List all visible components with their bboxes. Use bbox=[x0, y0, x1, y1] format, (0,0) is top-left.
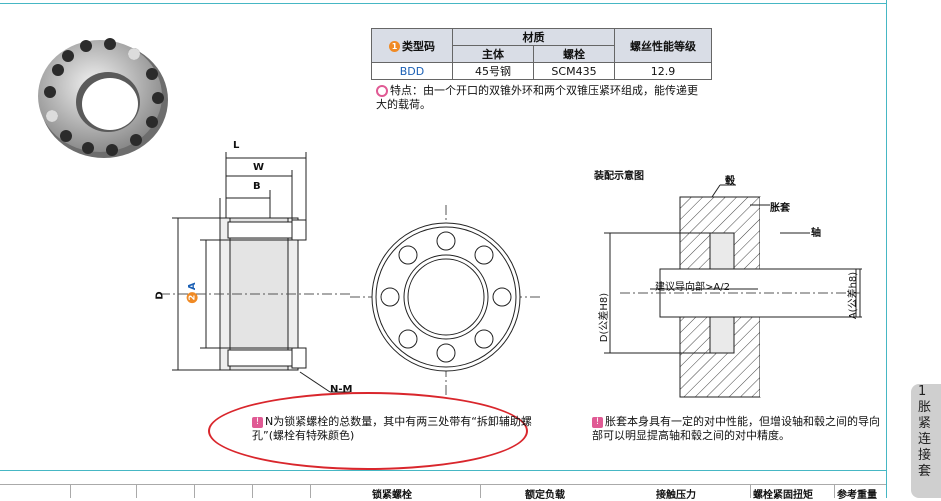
header-material: 材质 bbox=[452, 28, 615, 46]
header-body: 主体 bbox=[452, 45, 534, 63]
feature-text: 特点：由一个开口的双锥外环和两个双锥压紧环组成，能传递更大的载荷。 bbox=[376, 84, 698, 111]
assembly-title: 装配示意图 bbox=[594, 171, 644, 182]
label-guide: 建议导向部>A/2 bbox=[655, 282, 730, 293]
note-bolts: !N为锁紧螺栓的总数量，其中有两三处带有“拆卸辅助螺孔”(螺栓有特殊颜色) bbox=[252, 415, 532, 442]
side-view-drawing bbox=[160, 152, 350, 393]
header-bolt: 螺栓 bbox=[533, 45, 615, 63]
highlight-ellipse bbox=[208, 392, 528, 470]
step-badge: 1 bbox=[389, 41, 400, 52]
top-border bbox=[0, 0, 886, 4]
bottom-table bbox=[0, 470, 886, 499]
cell-grade: 12.9 bbox=[614, 62, 712, 80]
header-grade: 螺丝性能等级 bbox=[614, 28, 712, 63]
header-torque: 螺栓紧固扭矩 bbox=[753, 490, 813, 501]
warning-icon: ! bbox=[252, 416, 263, 428]
dim-l: L bbox=[233, 140, 240, 151]
header-load: 额定负载 bbox=[525, 490, 565, 501]
cell-body: 45号钢 bbox=[452, 62, 534, 80]
dim-d: D bbox=[154, 291, 166, 300]
circle-icon bbox=[376, 85, 388, 97]
label-shaft: 轴 bbox=[811, 228, 821, 239]
dim-nm: N-M bbox=[330, 384, 353, 395]
product-photo bbox=[38, 38, 168, 158]
label-sleeve: 胀套 bbox=[770, 203, 790, 214]
cell-type: BDD bbox=[371, 62, 453, 80]
label-d-tol: D(公差H8) bbox=[599, 292, 611, 343]
dim-b: B bbox=[253, 181, 261, 192]
cell-bolt: SCM435 bbox=[533, 62, 615, 80]
page-frame bbox=[886, 0, 887, 498]
label-a-tol: A(公差h8) bbox=[848, 271, 860, 320]
table-row: BDD 45号钢 SCM435 12.9 bbox=[371, 62, 712, 80]
assembly-drawing bbox=[604, 184, 862, 398]
note-centering: !胀套本身具有一定的对中性能，但增设轴和毂之间的导向部可以明显提高轴和毂之间的对… bbox=[592, 415, 880, 442]
header-weight: 参考重量 bbox=[837, 490, 877, 501]
dim-w: W bbox=[253, 162, 265, 173]
header-pressure: 接触压力 bbox=[656, 490, 696, 501]
warning-icon: ! bbox=[592, 416, 603, 428]
header-bolt-lock: 锁紧螺栓 bbox=[372, 490, 412, 501]
dim-a: 2A bbox=[186, 282, 198, 304]
front-view-drawing bbox=[350, 205, 540, 395]
label-hub: 毂 bbox=[725, 176, 735, 187]
